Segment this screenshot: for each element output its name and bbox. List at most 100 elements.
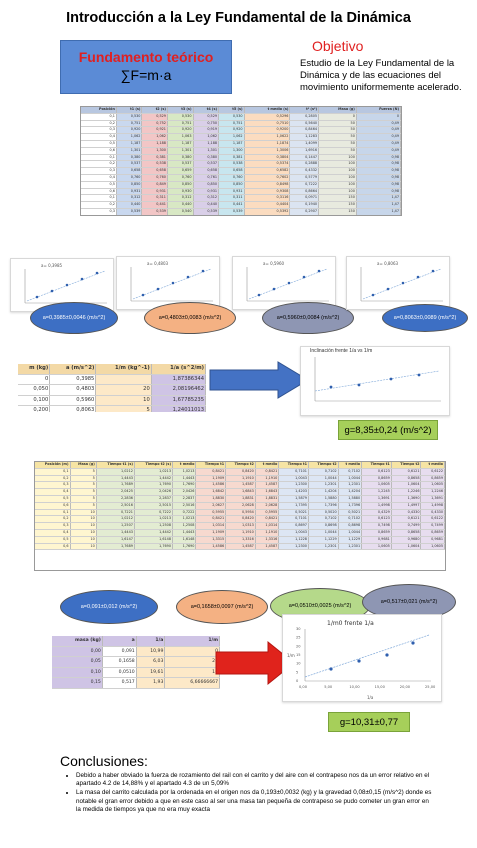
table-cell: 0,529 (141, 113, 168, 121)
table-cell: 0,7499 (420, 522, 445, 530)
table-cell: 0,539 (116, 208, 143, 215)
table-cell: 0,2 (81, 160, 117, 169)
table-cell: 1,0213 (172, 515, 197, 524)
table-cell: 0,850 (218, 181, 245, 189)
table-cell: 0,311 (141, 194, 168, 203)
table-header-cell: 1/m (164, 636, 220, 647)
table-cell: 0,7499 (391, 522, 422, 530)
table-cell: 1,0604 (391, 481, 422, 490)
table-cell: 0,537 (193, 160, 220, 169)
table-row: 0,40,6230,6220,6230,6230,6220,62260,3876… (81, 215, 401, 216)
table-header-cell: Tiempo t1 (195, 462, 227, 469)
table-cell: 0,539 (141, 208, 168, 215)
table-cell: 0,538 (141, 160, 168, 169)
table-cell: 0,850 (116, 181, 143, 189)
data-point (371, 293, 375, 297)
fundamento-formula: ∑F=m·a (120, 67, 172, 83)
table-cell: 1,47 (356, 201, 401, 209)
table-cell: 5 (70, 488, 97, 496)
table-cell: 0,539 (193, 208, 220, 215)
table-cell: 0,3 (35, 522, 71, 530)
table-cell: 1,7396 (308, 502, 339, 510)
table-cell: 0,7102 (338, 468, 363, 476)
table-cell: 0,529 (193, 113, 220, 121)
table-cell: 1,4204 (308, 488, 339, 496)
table-cell: 1,062 (141, 133, 168, 141)
table-cell: 0,1 (81, 113, 117, 121)
table-cell: 0,05 (52, 656, 103, 668)
table-cell: 1,8831 (255, 495, 280, 503)
table-cell: 1,188 (193, 140, 220, 148)
mini-chart-svg: a= 0,5960 (246, 261, 329, 302)
table-cell: 0,760 (141, 174, 168, 182)
table-cell: 5 (95, 405, 152, 412)
table-cell: 0,623 (193, 215, 219, 216)
table-cell: 100 (318, 154, 357, 162)
data-point (287, 281, 291, 285)
data-point (416, 275, 420, 279)
table-cell: 0,5 (35, 536, 71, 544)
table-cell: 0,6 (81, 188, 117, 196)
table-cell: 0,6123 (361, 468, 392, 476)
table-cell: 1,8830 (195, 495, 227, 503)
fundamento-box: Fundamento teórico ∑F=m·a (60, 40, 232, 94)
table-cell: 0,622 (142, 215, 168, 216)
table-cell: 0,49 (356, 140, 401, 148)
table-cell: 0,658 (116, 167, 143, 175)
fundamento-title: Fundamento teórico (78, 49, 214, 65)
table-header-cell: Tiempo t2 (391, 462, 422, 469)
table-cell: 1,062 (193, 133, 220, 141)
table-cell: 0,3 (35, 481, 71, 490)
table-cell: 0,623 (116, 215, 142, 216)
table-cell: 1,93 (136, 677, 166, 689)
table-header-cell: Posición (m) (35, 462, 71, 469)
table-cell: 0,752 (141, 120, 168, 128)
table-cell: 50 (318, 140, 357, 148)
result-ellipse: a=0,3985±0,0046 (m/s^2) (30, 302, 118, 334)
table-cell: 0,2 (81, 120, 117, 128)
table-cell: 0,8659 (361, 475, 392, 483)
table-cell: 0,8063 (49, 405, 97, 412)
table-cell: 1,4443 (172, 529, 197, 537)
table-cell: 0,381 (218, 154, 245, 162)
table-cell: 5 (70, 502, 97, 510)
table-cell: 0,8421 (255, 515, 280, 524)
table-cell: 0,5020 (308, 509, 339, 517)
table-cell: 0,658 (141, 167, 168, 175)
table-cell: 0,540 (167, 208, 194, 215)
table-cell: 1,0314 (255, 522, 280, 530)
table-cell: 1,5879 (278, 495, 309, 503)
table-cell: 0,1447 (289, 154, 320, 162)
table-cell: 0,537 (167, 160, 194, 169)
table-header-cell: Fuerza (N) (356, 107, 401, 114)
table-cell: 1,6842 (195, 488, 227, 496)
table-header-cell: t3 (s) (167, 107, 194, 114)
table-cell: 1,24011013 (151, 405, 206, 412)
table-cell: 0,091 (102, 646, 137, 658)
table-cell: 0,1940 (289, 201, 320, 209)
mini-chart-svg: a= 0,8063 (360, 261, 443, 302)
table-header-cell: Masa (g) (318, 107, 357, 114)
table-cell: 0,8464 (289, 126, 320, 135)
table-cell: 1,6916 (289, 147, 320, 155)
table-cell: 0,530 (218, 113, 245, 121)
data-point (302, 275, 306, 279)
table-cell: 0,380 (193, 154, 220, 162)
table-cell: 1,4203 (278, 488, 309, 496)
data-point (186, 275, 190, 279)
table-header-cell: Masa (g) (70, 462, 97, 469)
table-cell: 0,1 (81, 154, 117, 162)
table-cell: 20 (164, 656, 220, 668)
table-header-cell: t medio (420, 462, 445, 469)
table-cell: 0,6123 (361, 515, 392, 524)
table-cell: 1,67785235 (151, 395, 206, 407)
table-cell: 0,100 (18, 395, 51, 407)
trend-line (314, 370, 440, 392)
mini-chart-title: a= 0,5960 (263, 261, 285, 266)
table-cell: 0,7222 (134, 509, 174, 517)
